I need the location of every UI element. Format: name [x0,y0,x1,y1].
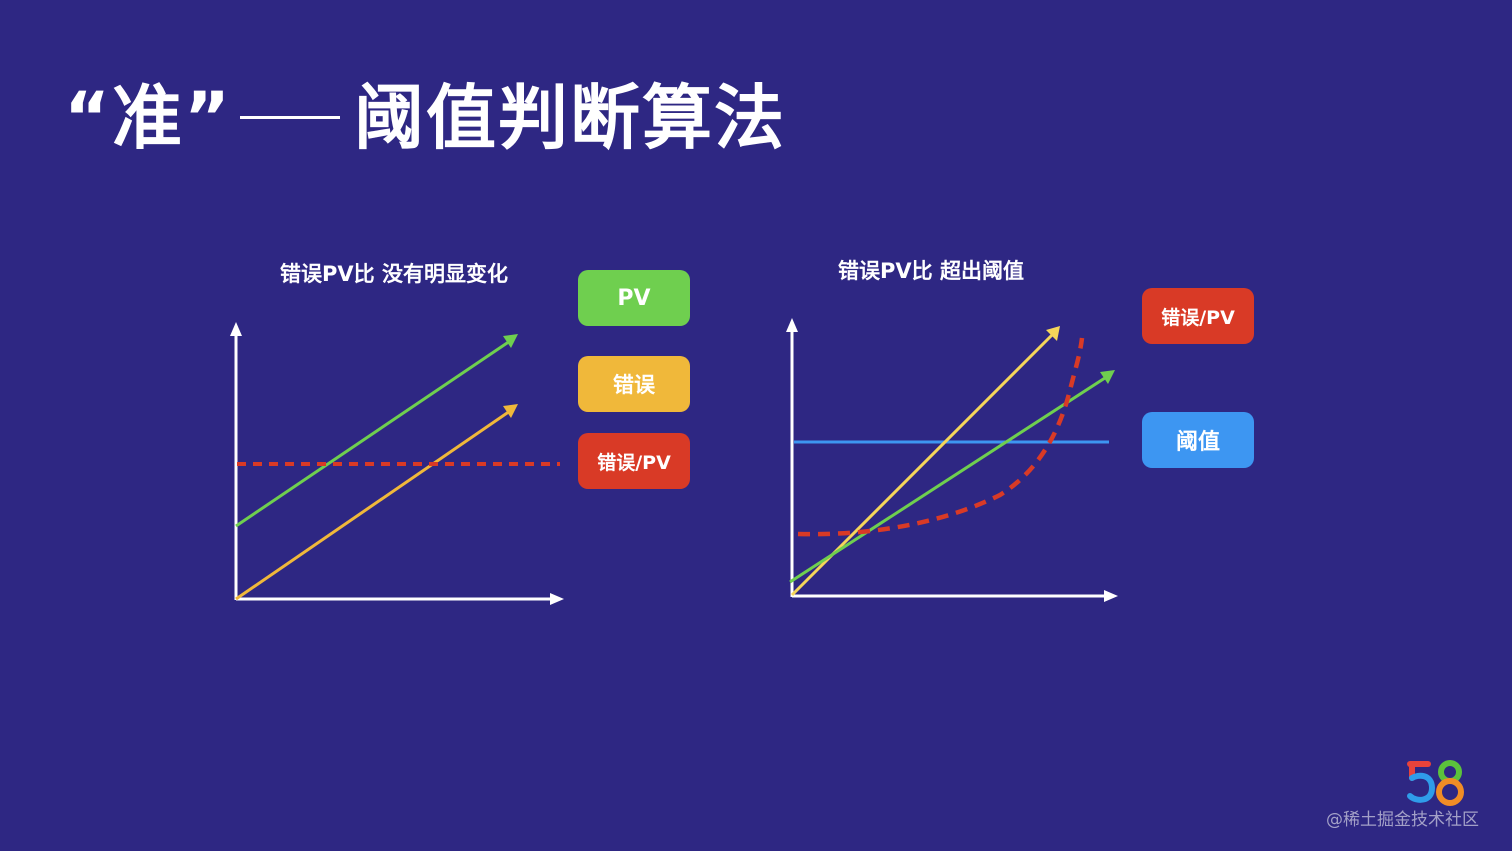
legend-threshold-label: 阈值 [1175,430,1220,455]
left-error-arrow-icon [503,404,518,418]
left-chart-title: 错误PV比 没有明显变化 [280,262,508,286]
left-pv-arrow-icon [503,334,518,348]
legend-pv-label: PV [617,285,651,311]
right-error-arrow-icon [1046,326,1060,341]
left-x-axis-arrow-icon [550,593,564,605]
left-error-line [235,409,511,601]
title-quote: “准” [64,77,233,159]
right-y-axis-arrow-icon [786,318,798,332]
legend-pv: PV [578,270,690,326]
legend-error: 错误 [578,356,690,412]
slide-title: “准” 阈值判断算法 [64,62,786,163]
right-chart-title: 错误PV比 超出阈值 [838,259,1024,283]
right-chart [786,318,1118,602]
right-pv-arrow-icon [1100,370,1115,384]
legend-right-error-pv-ratio-label: 错误/PV [1161,306,1235,329]
right-x-axis-arrow-icon [1104,590,1118,602]
legend-error-pv-ratio-label: 错误/PV [597,451,671,474]
legend-threshold: 阈值 [1142,412,1254,468]
left-pv-line [235,339,511,528]
legend-right-error-pv-ratio: 错误/PV [1142,288,1254,344]
58-logo-icon [1407,760,1464,806]
left-chart [230,322,564,605]
right-pv-line [789,374,1109,584]
watermark: @稀土掘金技术社区 [1326,810,1479,830]
legend-error-label: 错误 [613,373,655,397]
title-main: 阈值判断算法 [354,77,787,159]
title-dash [240,116,341,119]
left-y-axis-arrow-icon [230,322,242,336]
legend-error-pv-ratio: 错误/PV [578,433,690,489]
right-ratio-curve [797,337,1085,537]
